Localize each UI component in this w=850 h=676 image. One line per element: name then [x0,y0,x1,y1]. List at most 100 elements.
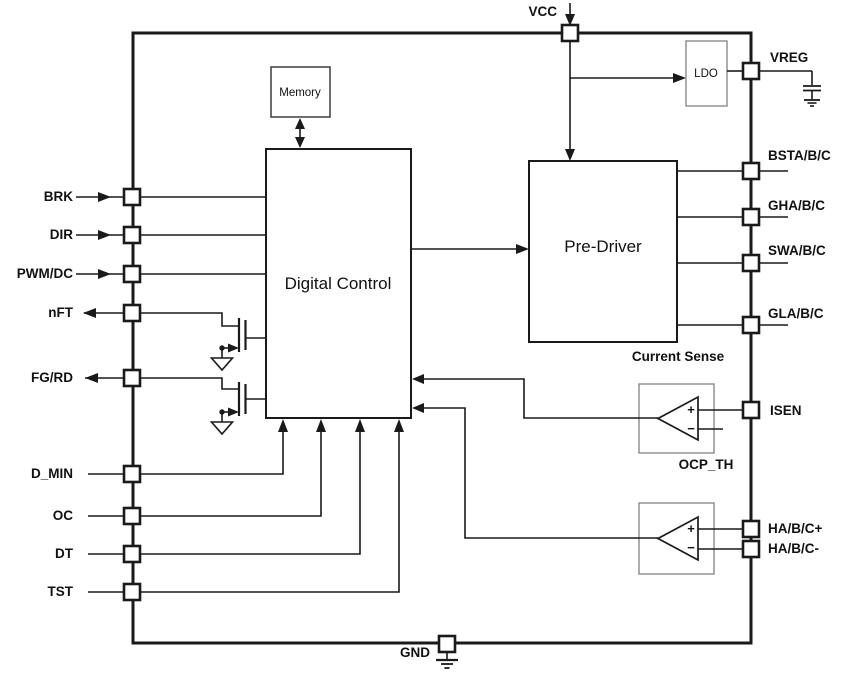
ground-icon [436,658,458,669]
pin-group-gla: GLA/B/C [677,306,824,335]
pin-group-nft: nFT [48,303,238,327]
brk-pin-square [122,187,142,207]
isen-pin-square [741,400,761,420]
pin-group-swa: SWA/B/C [677,243,826,273]
pin-group-gnd: GND [400,634,458,669]
current-sense-label: Current Sense [632,349,725,364]
brk-label: BRK [44,189,73,204]
oc-pin-square [122,506,142,526]
pin-group-oc: OC [53,419,326,526]
arrow-up-icon [278,419,288,432]
ocp-th-label: OCP_TH [679,457,734,472]
pin-group-dir: DIR [50,225,266,245]
comparator-triangle-icon [656,395,699,442]
oc-label: OC [53,508,74,523]
pin-group-dt: DT [55,419,365,564]
pin-group-hall-plus: HA/B/C+ [741,519,822,539]
ground-triangle-icon [209,421,235,436]
pin-group-dmin: D_MIN [31,419,288,484]
pin-group-hall-minus: HA/B/C- [741,539,819,559]
dt-label: DT [55,546,74,561]
bsta-pin-square [741,161,761,181]
fgrd-label: FG/RD [31,370,73,385]
fgrd-internal-wire [140,377,238,390]
hall-output-wire [424,407,658,539]
ground-triangle-icon [209,357,235,372]
arrow-right-icon [516,244,529,254]
pin-group-vreg: VREG [741,50,821,107]
memory-block: Memory [270,66,331,148]
arrow-up-icon [355,419,365,432]
isen-label: ISEN [770,403,802,418]
tst-label: TST [48,584,74,599]
current-sense-output-wire [424,378,658,419]
ground-icon [804,99,820,107]
dt-internal-wire [140,430,361,555]
memory-label: Memory [279,87,321,99]
dmin-internal-wire [140,430,284,475]
arrow-left-icon [85,373,98,383]
dir-pin-square [122,225,142,245]
gla-pin-square [741,315,761,335]
current-sense-comparator: + − Current Sense OCP_TH [412,349,743,472]
capacitor-icon [803,85,821,92]
gla-label: GLA/B/C [768,306,824,321]
digital-control-label: Digital Control [285,274,392,293]
hall-plus-pin-square [741,519,761,539]
pin-group-bsta: BSTA/B/C [677,148,831,181]
arrow-right-icon [673,73,686,83]
pin-group-brk: BRK [44,187,266,207]
nft-label: nFT [48,305,73,320]
pin-group-tst: TST [48,419,404,602]
pin-group-vcc: VCC [528,3,686,161]
gnd-pin-square [437,634,457,654]
pre-driver-block: Pre-Driver [528,160,678,343]
hall-minus-label: HA/B/C- [768,541,819,556]
gnd-label: GND [400,645,430,660]
vcc-pin-square [560,23,580,43]
hall-minus-pin-square [741,539,761,559]
arrow-left-icon [412,403,424,413]
arrow-left-icon [83,308,96,318]
hall-comparator: + − [412,403,743,575]
nft-internal-wire [140,312,238,327]
ldo-block: LDO [685,40,743,107]
arrow-down-icon [295,137,305,148]
arrow-right-icon [98,269,111,279]
oc-internal-wire [140,430,322,517]
minus-sign: − [687,421,695,436]
pin-group-fgrd: FG/RD [31,368,238,390]
arrow-right-icon [228,343,239,353]
dt-pin-square [122,544,142,564]
fgrd-pin-square [122,368,142,388]
ldo-box [685,40,728,107]
gha-pin-square [741,207,761,227]
arrow-up-icon [316,419,326,432]
vcc-label: VCC [528,4,557,19]
pre-driver-label: Pre-Driver [564,237,642,256]
bsta-label: BSTA/B/C [768,148,831,163]
pre-driver-box [528,160,678,343]
swa-label: SWA/B/C [768,243,826,258]
pwmdc-label: PWM/DC [17,266,73,281]
arrow-right-icon [98,230,111,240]
tst-pin-square [122,582,142,602]
pin-group-pwmdc: PWM/DC [17,264,266,284]
dir-label: DIR [50,227,74,242]
nft-pin-square [122,303,142,323]
arrow-right-icon [228,407,239,417]
open-drain-fet-fgrd [209,382,266,436]
pin-group-gha: GHA/B/C [677,198,825,227]
dmin-pin-square [122,464,142,484]
arrow-down-icon [565,14,575,26]
open-drain-fet-nft [209,318,266,372]
dmin-label: D_MIN [31,466,73,481]
arrow-down-icon [565,149,575,161]
hall-plus-label: HA/B/C+ [768,521,822,536]
memory-box [270,66,331,118]
vreg-pin-square [741,61,761,81]
gha-label: GHA/B/C [768,198,825,213]
arrow-up-icon [295,118,305,129]
